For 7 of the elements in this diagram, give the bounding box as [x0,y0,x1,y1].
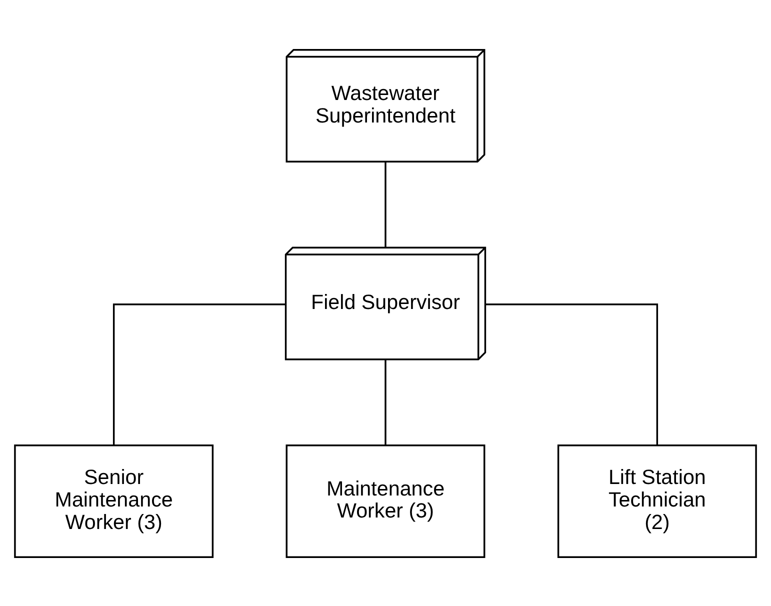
connector [384,161,386,247]
connector [486,303,658,445]
connector [112,303,286,445]
node-box: Maintenance Worker (3) [286,444,486,558]
connector [384,359,386,444]
node-box: Senior Maintenance Worker (3) [14,444,214,558]
node-box: Lift Station Technician (2) [557,444,757,558]
